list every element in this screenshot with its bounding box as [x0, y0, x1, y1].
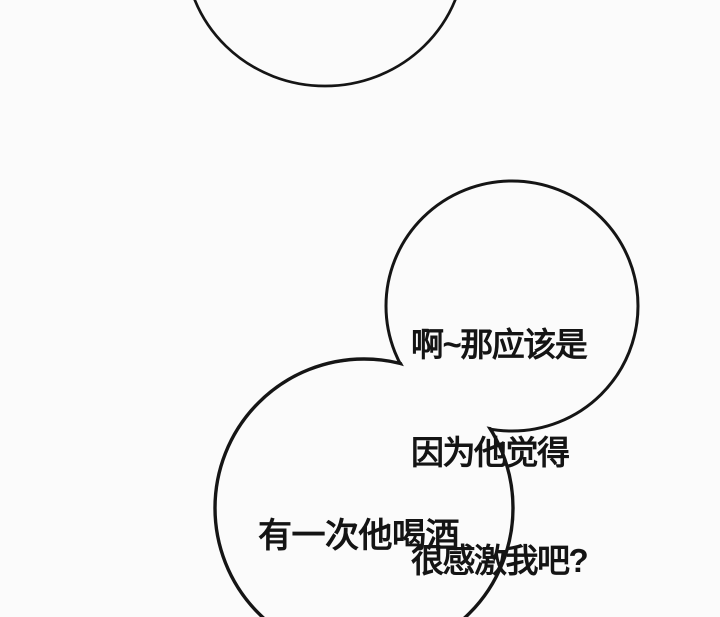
middle-bubble-fill — [388, 183, 636, 429]
text-line: 因为他觉得 — [411, 434, 570, 471]
bottom-bubble-text: 有一次他喝酒 喝多了下不了 床,我去给他代 过班. — [258, 449, 468, 617]
text-line: 啊~那应该是 — [411, 326, 588, 363]
bottom-bubble-fill — [217, 361, 511, 617]
top-bubble-outline — [193, 0, 457, 88]
text-line: 很感激我吧? — [411, 542, 589, 579]
middle-bubble-text: 啊~那应该是 因为他觉得 很感激我吧? — [411, 255, 589, 617]
text-line: 有一次他喝酒 — [258, 517, 459, 555]
